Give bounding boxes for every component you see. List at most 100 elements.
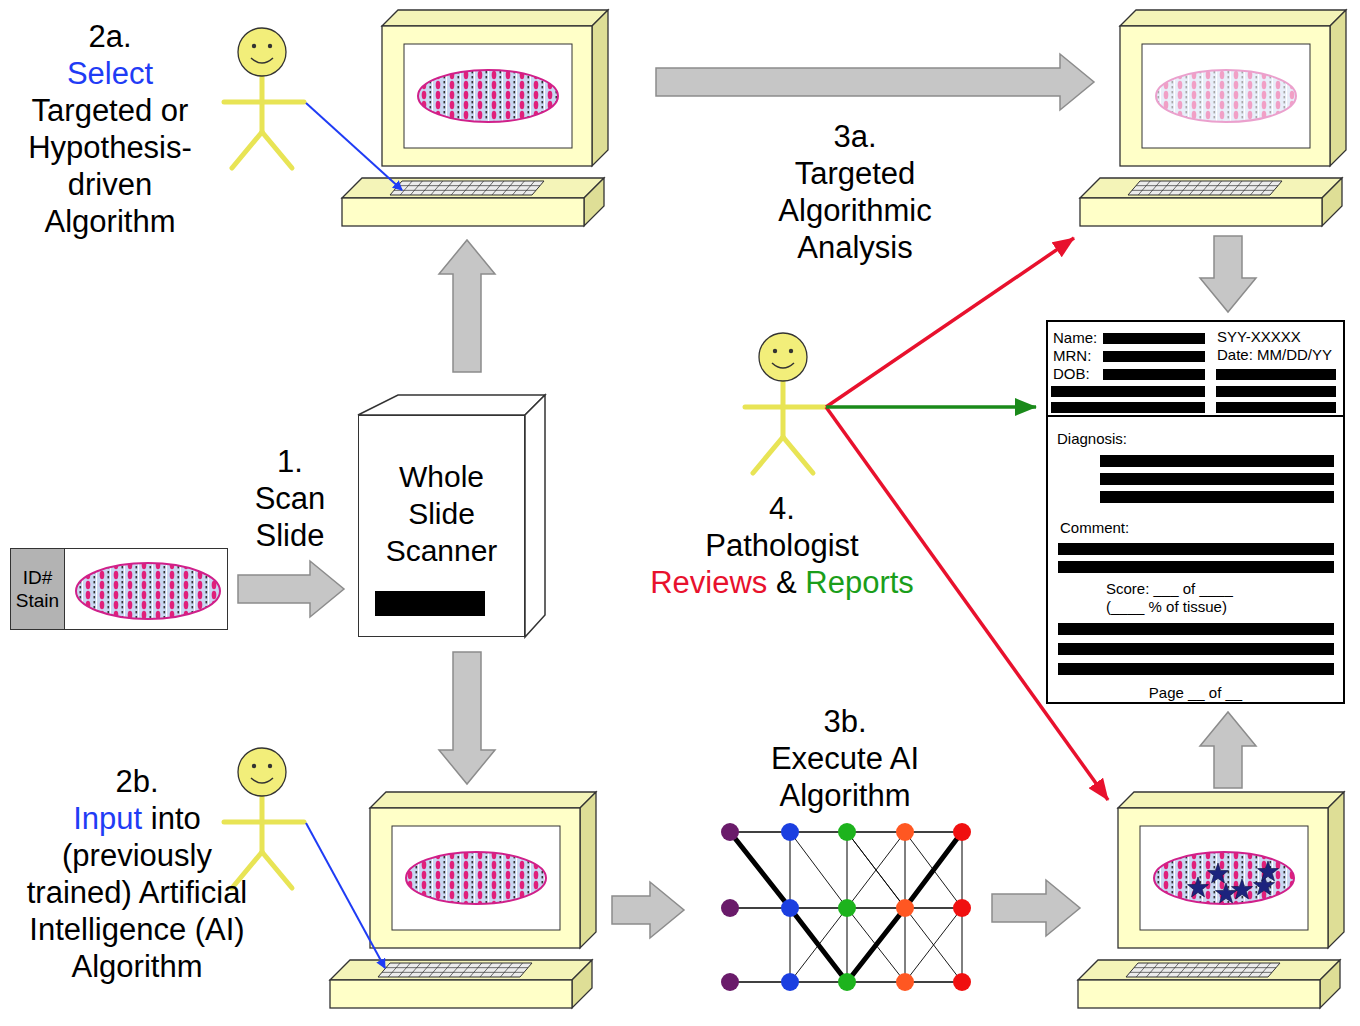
figure-limb bbox=[262, 132, 292, 168]
redaction-bar bbox=[1103, 351, 1205, 362]
figure-limb bbox=[262, 852, 292, 888]
network-link bbox=[790, 832, 847, 908]
keyboard-key-line bbox=[431, 181, 443, 195]
redaction-bar bbox=[1058, 643, 1334, 655]
label-line: Targeted Algorithmic Analysis bbox=[724, 155, 986, 266]
keyboard-key-line bbox=[512, 181, 524, 195]
keyboard-key-line bbox=[1146, 963, 1158, 977]
keyboard-key-line bbox=[1189, 181, 1201, 195]
keyboard-key-line bbox=[1240, 181, 1252, 195]
redaction-bar bbox=[1103, 369, 1205, 380]
monitor-front bbox=[1118, 808, 1328, 948]
network-neuron bbox=[781, 899, 799, 917]
flow-arrow bbox=[612, 882, 684, 938]
keyboard-key-line bbox=[502, 181, 514, 195]
figure-smile bbox=[251, 778, 273, 783]
flow-arrow bbox=[439, 240, 495, 372]
pointer-arrow bbox=[306, 823, 385, 968]
figure-head bbox=[759, 333, 807, 381]
scanner-box: Whole Slide Scanner bbox=[358, 415, 525, 637]
keyboard-key-line bbox=[490, 963, 502, 977]
figure-limb bbox=[232, 132, 262, 168]
redaction-bar bbox=[1216, 402, 1336, 413]
report-field: Comment: bbox=[1060, 519, 1129, 537]
keyboard-key-line bbox=[409, 963, 421, 977]
label-text: Reports bbox=[805, 565, 914, 600]
pathology-report: Name:MRN:DOB:SYY-XXXXXDate: MM/DD/YYDiag… bbox=[1046, 320, 1345, 704]
keyboard-key-line bbox=[1218, 963, 1230, 977]
network-neuron bbox=[896, 899, 914, 917]
tissue-section bbox=[76, 563, 220, 619]
keyboard-key-line bbox=[523, 181, 535, 195]
neural-network bbox=[721, 823, 971, 991]
keyboard bbox=[1128, 181, 1282, 195]
network-neuron bbox=[721, 899, 739, 917]
network-neuron bbox=[953, 899, 971, 917]
label-text: 2b. bbox=[115, 764, 158, 799]
result-star bbox=[1258, 861, 1279, 881]
keyboard-key-line bbox=[449, 963, 461, 977]
base-front bbox=[1078, 980, 1320, 1008]
figure-eye bbox=[252, 764, 256, 768]
report-field: (____ % of tissue) bbox=[1106, 598, 1227, 616]
redaction-bar bbox=[1058, 663, 1334, 675]
result-star bbox=[1232, 879, 1253, 899]
tissue-image bbox=[418, 70, 558, 122]
network-neuron bbox=[896, 973, 914, 991]
base-top bbox=[342, 178, 604, 198]
figure-limb bbox=[783, 437, 813, 473]
label-line: Select bbox=[4, 55, 216, 92]
label-line: 3b. bbox=[734, 703, 956, 740]
keyboard-key-line bbox=[1136, 963, 1148, 977]
keyboard-key-line bbox=[1238, 963, 1250, 977]
redaction-bar bbox=[1051, 402, 1205, 413]
report-field: Page __ of __ bbox=[1048, 684, 1343, 702]
keyboard-key-line bbox=[1208, 963, 1220, 977]
label-line: Pathologist bbox=[632, 527, 932, 564]
keyboard-key-line bbox=[1261, 181, 1273, 195]
monitor-front bbox=[370, 808, 580, 948]
keyboard-key-line bbox=[1179, 181, 1191, 195]
monitor-top bbox=[1118, 792, 1344, 808]
redaction-bar bbox=[1103, 333, 1205, 344]
redaction-bar bbox=[1100, 455, 1334, 467]
keyboard-key-line bbox=[460, 963, 472, 977]
keyboard-key-line bbox=[410, 181, 422, 195]
flow-arrow bbox=[1200, 236, 1256, 312]
base-front bbox=[330, 980, 572, 1008]
label-text: Pathologist bbox=[705, 528, 858, 563]
figure-eye bbox=[773, 349, 777, 353]
label-text: Targeted or Hypothesis-driven Algorithm bbox=[28, 93, 192, 239]
figure-smile bbox=[251, 58, 273, 63]
report-field: Name: bbox=[1053, 329, 1097, 347]
label-text: Input bbox=[73, 801, 142, 836]
tissue-image bbox=[1156, 70, 1296, 122]
figure-eye bbox=[268, 44, 272, 48]
keyboard-key-line bbox=[1259, 963, 1271, 977]
keyboard-key-line bbox=[1169, 181, 1181, 195]
label-line: Reviews & Reports bbox=[632, 564, 932, 601]
label-line: Input into (previously trained) Artifici… bbox=[11, 800, 263, 985]
label-line: 1. bbox=[234, 443, 346, 480]
keyboard-key-line bbox=[492, 181, 504, 195]
figure-limb bbox=[224, 820, 304, 825]
base-top bbox=[1078, 960, 1340, 980]
base-top bbox=[1080, 178, 1342, 198]
flow-arrow bbox=[992, 880, 1080, 936]
monitor-side bbox=[592, 10, 608, 166]
label-line: Execute AI Algorithm bbox=[734, 740, 956, 814]
network-path bbox=[730, 832, 962, 982]
network-neuron bbox=[953, 973, 971, 991]
network-neuron bbox=[953, 823, 971, 841]
slide-glass bbox=[10, 548, 228, 630]
keyboard-key-line bbox=[1210, 181, 1222, 195]
label-line: 2b. bbox=[11, 763, 263, 800]
redaction-bar bbox=[1051, 386, 1205, 397]
label-text: 1. bbox=[277, 444, 303, 479]
scanner-title: Whole Slide Scanner bbox=[363, 458, 520, 569]
step-label: 2a.SelectTargeted or Hypothesis-driven A… bbox=[4, 18, 216, 240]
keyboard-key-line bbox=[482, 181, 494, 195]
keyboard-key-line bbox=[1148, 181, 1160, 195]
redaction-bar bbox=[1058, 623, 1334, 635]
result-star bbox=[1208, 863, 1229, 883]
